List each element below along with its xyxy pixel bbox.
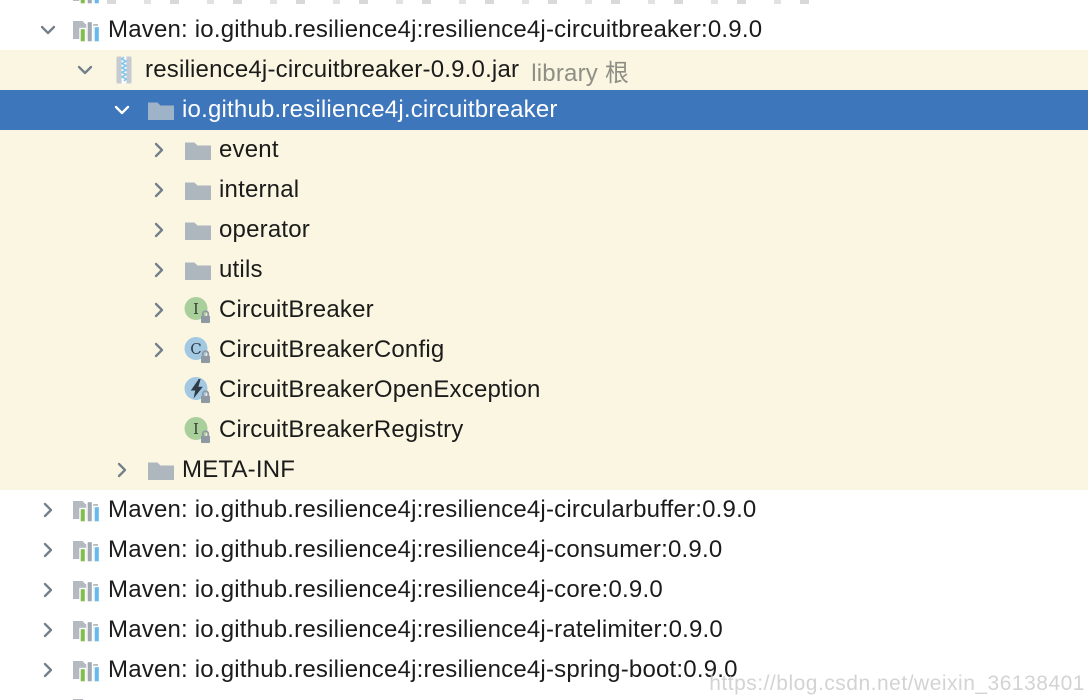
library-icon [72, 655, 102, 685]
tree-row[interactable]: io.github.resilience4j.circuitbreaker [0, 90, 1088, 130]
tree-item-label: CircuitBreakerRegistry [219, 416, 464, 443]
chevron-right-icon[interactable] [36, 578, 60, 602]
library-icon [72, 693, 102, 700]
tree-row[interactable]: operator [0, 210, 1088, 250]
tree-row[interactable]: utils [0, 250, 1088, 290]
tree-row[interactable]: event [0, 130, 1088, 170]
chevron-down-icon[interactable] [73, 58, 97, 82]
tree-row[interactable]: Maven: io.github.resilience4j:resilience… [0, 610, 1088, 650]
tree-item-label: io.github.resilience4j.circuitbreaker [182, 96, 558, 123]
tree-row[interactable]: resilience4j-circuitbreaker-0.9.0.jar li… [0, 50, 1088, 90]
tree-item-label: resilience4j-circuitbreaker-0.9.0.jar [145, 56, 520, 83]
tree-item-label: internal [219, 176, 300, 203]
chevron-right-icon[interactable] [110, 458, 134, 482]
folder-icon [146, 95, 176, 125]
folder-icon [183, 215, 213, 245]
library-icon [72, 0, 102, 7]
chevron-down-icon[interactable] [110, 98, 134, 122]
library-icon [72, 495, 102, 525]
class-icon [183, 335, 213, 365]
library-icon [72, 575, 102, 605]
folder-icon [183, 135, 213, 165]
tree-item-label: CircuitBreaker [219, 296, 374, 323]
chevron-right-icon[interactable] [147, 218, 171, 242]
chevron-right-icon[interactable] [36, 658, 60, 682]
interface-icon [183, 295, 213, 325]
tree-item-label: utils [219, 256, 263, 283]
project-tree: Maven: io.github.resilience4j:resilience… [0, 10, 1088, 690]
tree-item-label: Maven: io.github.resilience4j:resilience… [108, 616, 723, 643]
tree-item-label: Maven: io.github.resilience4j:resilience… [108, 576, 663, 603]
tree-row[interactable]: CircuitBreakerConfig [0, 330, 1088, 370]
tree-item-label: operator [219, 216, 310, 243]
tree-row[interactable]: Maven: io.github.resilience4j:resilience… [0, 530, 1088, 570]
folder-icon [146, 455, 176, 485]
tree-row[interactable]: CircuitBreakerRegistry [0, 410, 1088, 450]
chevron-right-icon[interactable] [36, 618, 60, 642]
tree-row[interactable]: CircuitBreaker [0, 290, 1088, 330]
folder-icon [183, 175, 213, 205]
library-icon [72, 15, 102, 45]
tree-row[interactable]: Maven: io.github.resilience4j:resilience… [0, 10, 1088, 50]
tree-row[interactable]: CircuitBreakerOpenException [0, 370, 1088, 410]
chevron-right-icon[interactable] [147, 138, 171, 162]
tree-item-annotation: library 根 [531, 59, 630, 87]
chevron-right-icon[interactable] [36, 538, 60, 562]
tree-row[interactable]: META-INF [0, 450, 1088, 490]
exception-icon [183, 375, 213, 405]
chevron-right-icon[interactable] [36, 498, 60, 522]
folder-icon [183, 255, 213, 285]
tree-item-label: Maven: io.github.resilience4j:resilience… [108, 536, 723, 563]
chevron-right-icon[interactable] [147, 298, 171, 322]
tree-row[interactable]: Maven: io.github.resilience4j:resilience… [0, 490, 1088, 530]
jar-icon [109, 55, 139, 85]
tree-item-label: META-INF [182, 456, 296, 483]
interface-icon [183, 415, 213, 445]
library-icon [72, 615, 102, 645]
chevron-right-icon[interactable] [147, 178, 171, 202]
tree-item-label: event [219, 136, 279, 163]
clipped-text-fragment [107, 0, 823, 4]
tree-item-label: CircuitBreakerConfig [219, 336, 445, 363]
chevron-down-icon[interactable] [36, 18, 60, 42]
tree-item-label: Maven: io.github.resilience4j:resilience… [108, 16, 763, 43]
tree-row[interactable]: Maven: io.github.resilience4j:resilience… [0, 650, 1088, 690]
tree-row[interactable]: Maven: io.github.resilience4j:resilience… [0, 570, 1088, 610]
chevron-right-icon[interactable] [147, 338, 171, 362]
chevron-right-icon[interactable] [147, 258, 171, 282]
tree-item-label: CircuitBreakerOpenException [219, 376, 541, 403]
tree-row[interactable]: internal [0, 170, 1088, 210]
tree-item-label: Maven: io.github.resilience4j:resilience… [108, 656, 738, 683]
tree-item-label: Maven: io.github.resilience4j:resilience… [108, 496, 757, 523]
library-icon [72, 535, 102, 565]
